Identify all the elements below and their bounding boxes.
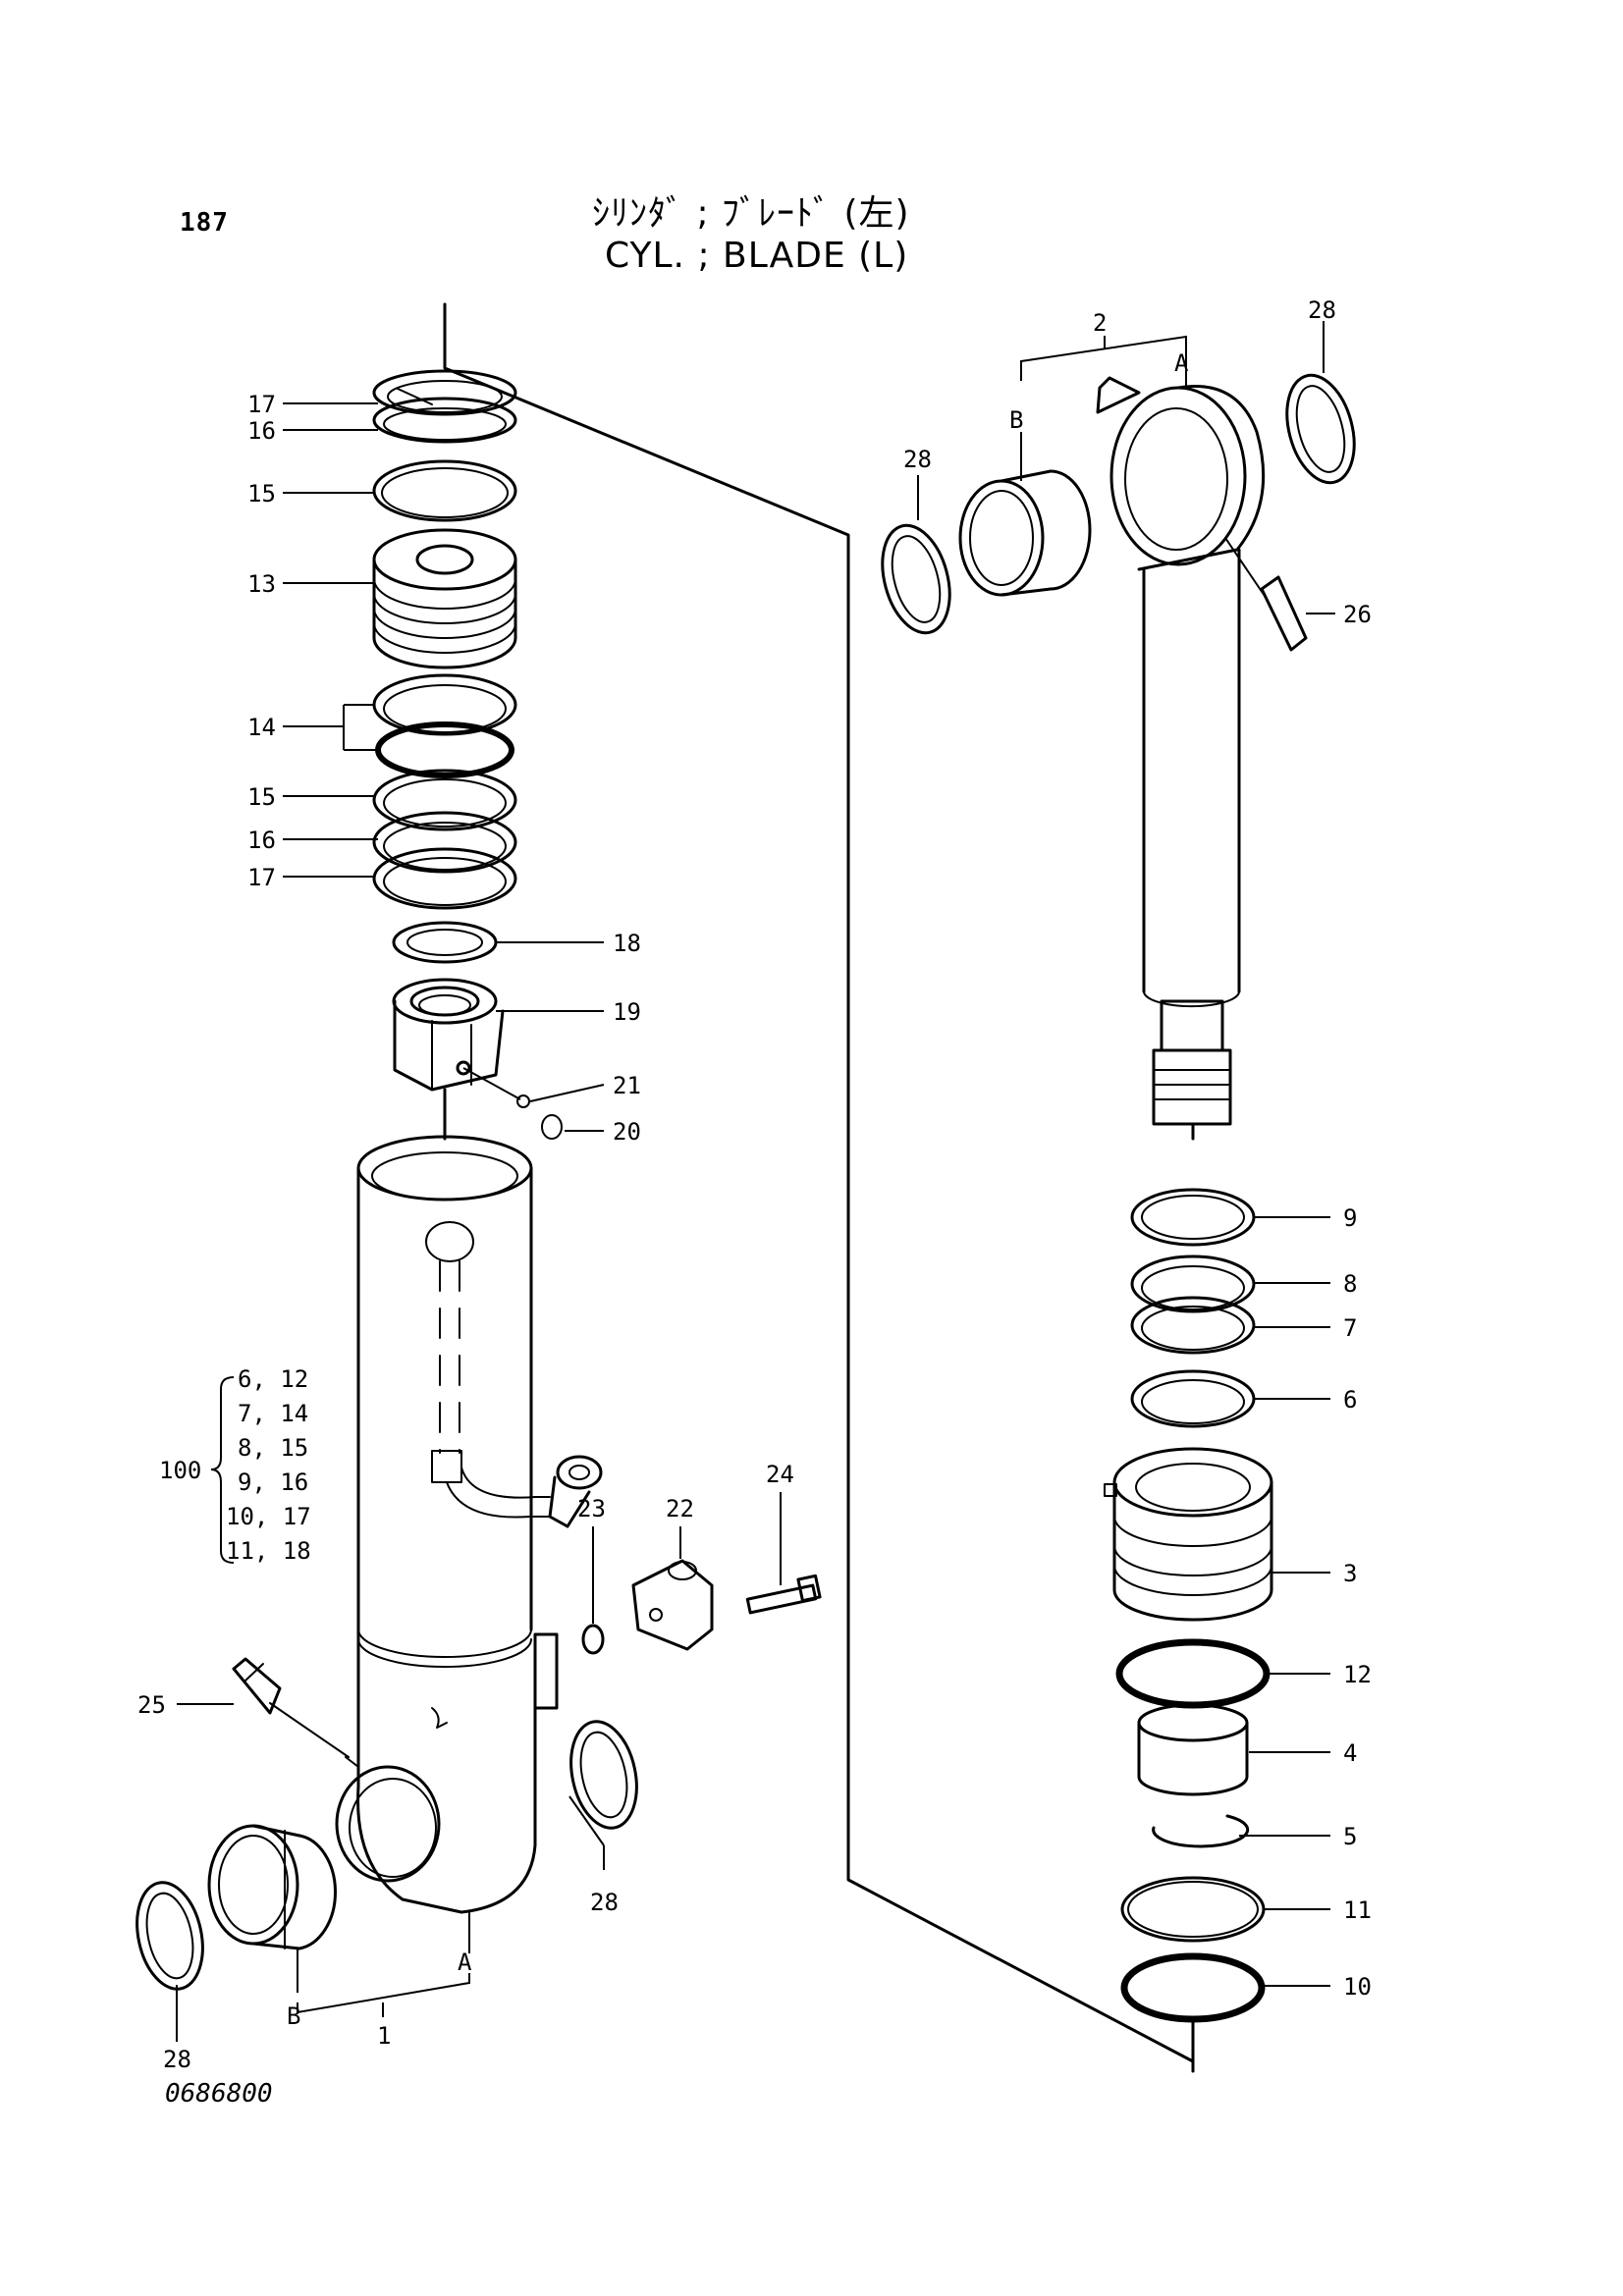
seal-14	[372, 673, 517, 778]
bushing-right-B	[958, 469, 1092, 597]
callout-10: 10	[1343, 1973, 1372, 2001]
callout-26: 26	[1343, 601, 1372, 628]
label-B-left: B	[287, 2002, 300, 2030]
grease-nipple-25	[232, 1657, 350, 1758]
callout-9: 9	[1343, 1204, 1357, 1232]
callout-15-bottom: 15	[247, 783, 276, 811]
label-A-right: A	[1174, 349, 1189, 377]
callout-2: 2	[1093, 309, 1107, 337]
dust-seal-28-right-mid	[881, 523, 951, 635]
cylinder-tube-1	[335, 1135, 603, 1914]
kit-line-3: 8, 15	[238, 1434, 308, 1462]
callout-28-right-top: 28	[1308, 296, 1336, 324]
nut-19	[392, 978, 505, 1092]
callout-12: 12	[1343, 1661, 1372, 1688]
ring-16-bottom	[372, 811, 517, 874]
piston-rod-2	[1096, 376, 1266, 1141]
bushing-left-B	[207, 1824, 337, 1950]
kit-line-6: 11, 18	[226, 1537, 311, 1565]
drawing-number: 0686800	[165, 2079, 273, 2109]
callout-14: 14	[247, 714, 276, 741]
callout-18: 18	[613, 930, 641, 957]
leader-lines	[176, 321, 1335, 2042]
callout-28-mid: 28	[590, 1889, 619, 1916]
callout-5: 5	[1343, 1823, 1357, 1850]
callout-15-top: 15	[247, 480, 276, 507]
callout-13: 13	[247, 570, 276, 598]
kit-number: 100	[159, 1457, 201, 1484]
callout-22: 22	[666, 1495, 694, 1522]
callout-1: 1	[377, 2022, 391, 2050]
backup-ring-15-bottom	[372, 769, 517, 831]
plate-18	[392, 921, 498, 964]
callout-23: 23	[577, 1495, 606, 1522]
callout-6: 6	[1343, 1386, 1357, 1414]
o-ring-23	[581, 1624, 605, 1655]
boundary-lines	[443, 302, 1195, 2063]
label-B-right: B	[1009, 406, 1023, 434]
o-ring-10	[1120, 1952, 1266, 2023]
wiper-ring-17-top	[372, 369, 517, 416]
ring-6	[1130, 1369, 1256, 1428]
callout-16-bottom: 16	[247, 827, 276, 854]
dust-seal-28-left	[135, 1881, 204, 1991]
callout-17-bottom: 17	[247, 864, 276, 891]
callout-28-right-mid: 28	[903, 446, 932, 473]
page-number: 187	[180, 208, 229, 238]
callout-24: 24	[766, 1461, 794, 1488]
flange-block-22	[631, 1559, 714, 1651]
callout-19: 19	[613, 998, 641, 1026]
ring-8	[1130, 1255, 1256, 1313]
piston-13	[372, 528, 517, 669]
title-japanese: ｼﾘﾝﾀﾞ ; ﾌﾞﾚｰﾄﾞ (左)	[592, 193, 910, 234]
callout-25: 25	[137, 1691, 166, 1719]
title-english: CYL. ; BLADE (L)	[605, 236, 909, 276]
o-ring-12	[1115, 1638, 1271, 1709]
dust-seal-28-mid	[569, 1720, 638, 1830]
bushing-4	[1137, 1703, 1249, 1796]
kit-line-4: 9, 16	[238, 1468, 308, 1496]
callout-28-left: 28	[163, 2046, 191, 2073]
grease-nipple-26	[1224, 537, 1308, 652]
rod-cover-3	[1104, 1447, 1273, 1622]
callout-20: 20	[613, 1118, 641, 1146]
callout-4: 4	[1343, 1739, 1357, 1767]
callout-7: 7	[1343, 1314, 1357, 1342]
dust-seal-28-right-top	[1285, 373, 1356, 485]
bolt-24	[745, 1574, 822, 1615]
backup-ring-11	[1120, 1876, 1266, 1943]
kit-line-5: 10, 17	[226, 1503, 311, 1530]
kit-line-2: 7, 14	[238, 1400, 308, 1427]
ring-7	[1130, 1296, 1256, 1355]
callout-17-top: 17	[247, 391, 276, 418]
ring-9	[1130, 1188, 1256, 1247]
callout-8: 8	[1343, 1270, 1357, 1298]
wiper-ring-17-bottom	[372, 847, 517, 910]
callout-3: 3	[1343, 1560, 1357, 1587]
callout-21: 21	[613, 1072, 641, 1099]
ring-16-top	[372, 397, 517, 444]
backup-ring-15-top	[372, 459, 517, 522]
label-A-left: A	[458, 1949, 472, 1976]
snap-ring-5	[1152, 1814, 1250, 1848]
callout-16-top: 16	[247, 417, 276, 445]
callout-11: 11	[1343, 1896, 1372, 1924]
kit-line-1: 6, 12	[238, 1365, 308, 1393]
